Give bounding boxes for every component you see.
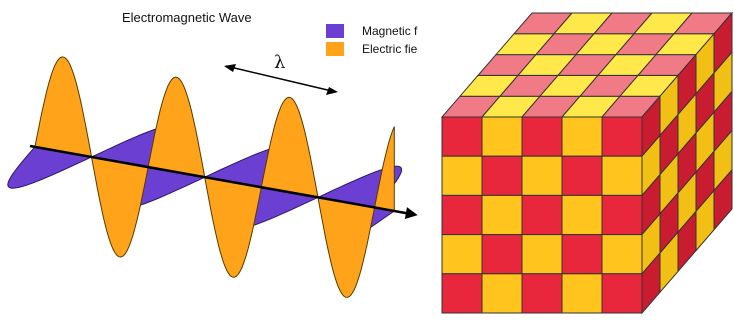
cube-front-tile: [601, 273, 643, 314]
legend-label-electric: Electric fie: [362, 42, 418, 56]
legend: Magnetic f Electric fie: [326, 24, 418, 56]
cube-front-tile: [481, 273, 523, 314]
cube-front-tile: [441, 234, 483, 275]
cube-front-tile: [481, 234, 523, 275]
electric-field-lobe: [147, 76, 206, 178]
wave-title: Electromagnetic Wave: [122, 10, 252, 25]
cube-front-tile: [521, 234, 563, 275]
wave-shapes: [7, 56, 418, 298]
legend-swatch-magnetic: [326, 24, 344, 38]
electric-field-lobe: [260, 96, 319, 199]
wavelength-symbol: λ: [274, 52, 285, 73]
cube-front-tile: [441, 194, 483, 236]
cube-side-tile: [713, 168, 733, 232]
cube-front-tile: [521, 194, 563, 236]
cube-front-tile: [561, 234, 603, 275]
electric-field-lobe: [204, 176, 262, 278]
electric-field-lobe: [317, 196, 376, 298]
cube-front-tile: [561, 155, 603, 196]
cube-front-tile: [441, 116, 483, 157]
legend-swatch-electric: [326, 42, 344, 56]
cube-front-tile: [481, 116, 523, 157]
cube-front-tile: [601, 155, 643, 196]
propagation-axis: [29, 144, 413, 216]
checkerboard-cube: [440, 11, 734, 315]
electromagnetic-wave-diagram: Electromagnetic Wave Magnetic f Electric…: [7, 10, 418, 298]
legend-label-magnetic: Magnetic f: [362, 24, 418, 38]
electric-field-lobe: [34, 56, 93, 158]
cube-front-tile: [521, 155, 563, 196]
cube-front-tile: [601, 234, 643, 275]
wavelength-arrowhead-right: [326, 87, 338, 95]
wavelength-marker: λ: [224, 52, 338, 95]
propagation-arrowhead: [404, 207, 418, 219]
cube-front-tile: [441, 273, 483, 314]
wavelength-arrowhead-left: [224, 64, 236, 72]
electric-field-lobe: [374, 126, 395, 212]
cube-front-tile: [601, 116, 643, 157]
cube-front-tile: [601, 194, 643, 236]
cube-front-tile: [481, 155, 523, 196]
cube-front-tile: [521, 116, 563, 157]
cube-front-tile: [561, 194, 603, 236]
cube-front-tile: [481, 194, 523, 236]
cube-front-tile: [441, 155, 483, 196]
wavelength-line: [225, 65, 337, 93]
electric-field-lobe: [90, 156, 149, 258]
cube-front-tile: [561, 116, 603, 157]
cube-front-tile: [561, 273, 603, 314]
cube-front-tile: [521, 273, 563, 314]
magnetic-field-lobe: [7, 146, 94, 189]
